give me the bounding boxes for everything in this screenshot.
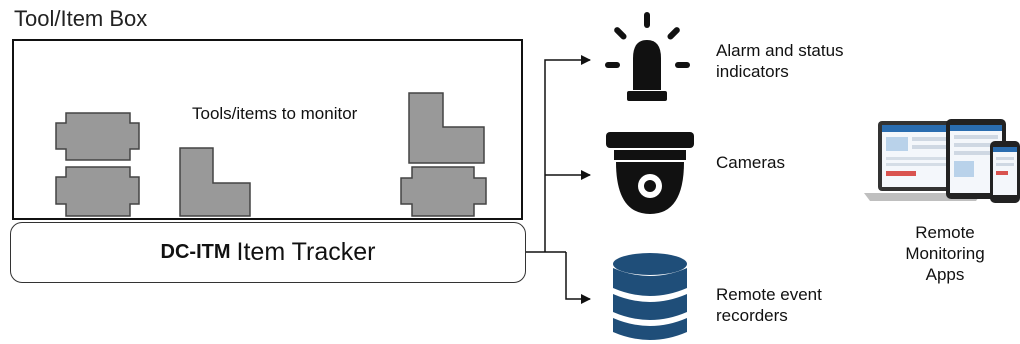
monitoring-apps-label: Remote Monitoring Apps bbox=[880, 222, 1010, 285]
alarm-icon bbox=[605, 12, 690, 101]
recorders-label-line2: recorders bbox=[716, 306, 788, 325]
tool-item-left-bottom bbox=[55, 166, 140, 217]
item-tracker-box: DC-ITM Item Tracker bbox=[10, 222, 526, 283]
connector-alarm bbox=[544, 55, 591, 252]
recorders-label-line1: Remote event bbox=[716, 285, 822, 304]
tool-item-left-top bbox=[55, 112, 140, 161]
camera-icon bbox=[606, 132, 694, 214]
cameras-label: Cameras bbox=[716, 153, 785, 172]
tool-box-title: Tool/Item Box bbox=[14, 6, 148, 31]
tools-label: Tools/items to monitor bbox=[192, 104, 358, 123]
alarm-label: Alarm and status indicators bbox=[716, 40, 844, 82]
apps-label-line2: Monitoring bbox=[905, 244, 985, 263]
tool-item-right-l bbox=[408, 92, 485, 164]
devices-icon bbox=[864, 119, 1020, 203]
tool-item-middle-l bbox=[179, 147, 251, 217]
database-icon bbox=[613, 253, 687, 340]
connector-recorder bbox=[565, 252, 591, 304]
tracker-brand: DC-ITM bbox=[160, 241, 231, 263]
recorders-label: Remote event recorders bbox=[716, 284, 822, 326]
apps-label-line3: Apps bbox=[925, 265, 965, 284]
alarm-label-line1: Alarm and status bbox=[716, 41, 844, 60]
alarm-label-line2: indicators bbox=[716, 62, 789, 81]
tracker-name: Item Tracker bbox=[236, 238, 376, 266]
tool-item-right-bottom bbox=[400, 166, 487, 217]
apps-label-line1: Remote bbox=[915, 223, 975, 242]
